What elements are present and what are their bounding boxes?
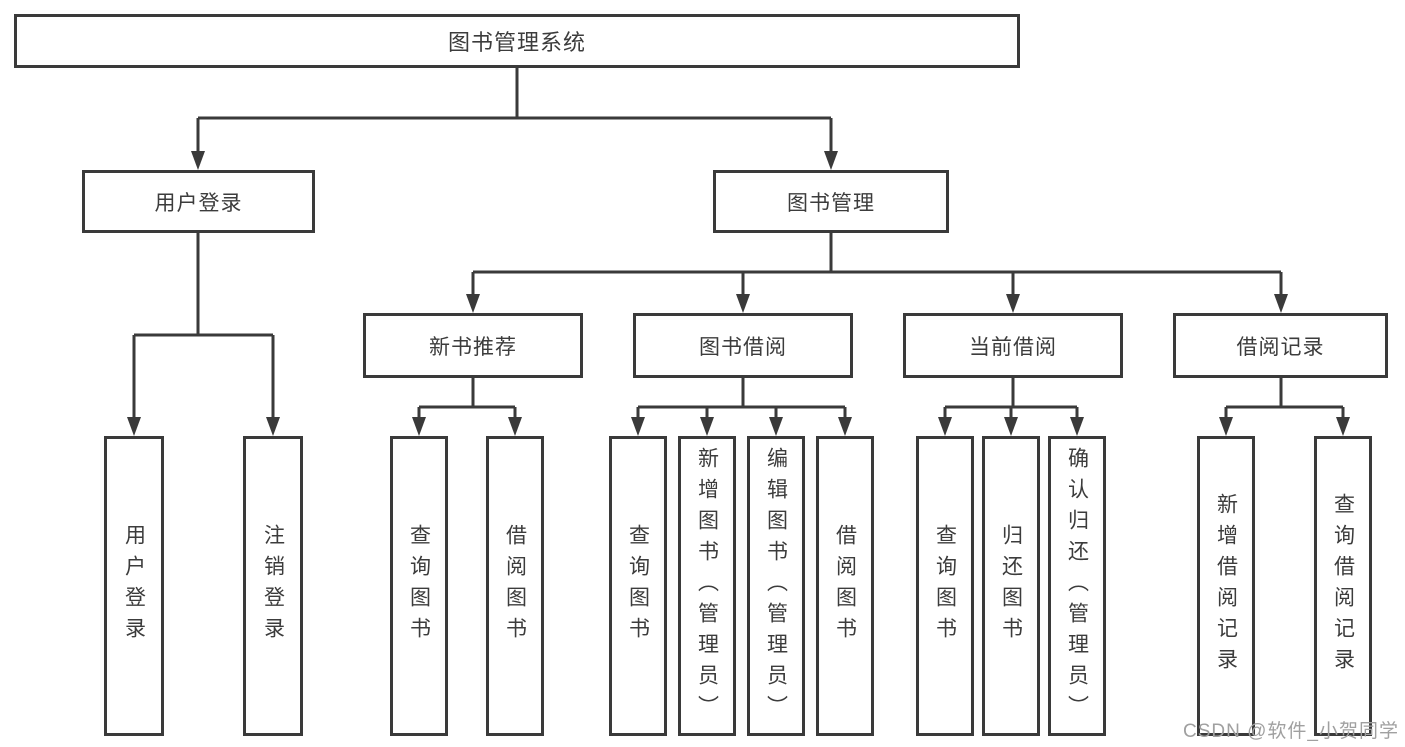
edge-user-login-children (132, 233, 275, 419)
node-book-mgmt: 图书管理 (713, 170, 949, 233)
arrowhead (736, 294, 750, 313)
node-ul-logout: 注销登录 (243, 436, 303, 736)
arrowhead (1336, 417, 1350, 436)
arrowhead (412, 417, 426, 436)
node-ul-login: 用户登录 (104, 436, 164, 736)
arrowhead (1070, 417, 1084, 436)
node-bb-edit: 编辑图书（管理员） (747, 436, 805, 736)
node-nb-query: 查询图书 (390, 436, 448, 736)
arrowhead (1006, 294, 1020, 313)
arrowhead (127, 417, 141, 436)
node-label: 新增图书（管理员） (695, 446, 719, 726)
node-br-query: 查询借阅记录 (1314, 436, 1372, 736)
node-label: 查询借阅记录 (1331, 493, 1355, 679)
edge-book-borrow-children (636, 378, 847, 419)
node-nb-borrow: 借阅图书 (486, 436, 544, 736)
node-br-add: 新增借阅记录 (1197, 436, 1255, 736)
node-label: 借阅图书 (833, 524, 857, 648)
node-borrow-records: 借阅记录 (1173, 313, 1388, 378)
node-user-login: 用户登录 (82, 170, 315, 233)
node-label: 查询图书 (407, 524, 431, 648)
edge-borrow-records-children (1224, 378, 1345, 419)
arrowhead (700, 417, 714, 436)
node-label: 注销登录 (261, 524, 285, 648)
edge-new-book-rec-children (417, 378, 517, 419)
node-current-borrow: 当前借阅 (903, 313, 1123, 378)
arrowhead (769, 417, 783, 436)
node-new-book-rec: 新书推荐 (363, 313, 583, 378)
arrowhead (1004, 417, 1018, 436)
edge-book-mgmt-children (471, 233, 1283, 296)
node-label: 归还图书 (999, 524, 1023, 648)
arrowhead (266, 417, 280, 436)
arrowhead (1274, 294, 1288, 313)
node-bb-add: 新增图书（管理员） (678, 436, 736, 736)
edge-current-borrow-children (943, 378, 1079, 419)
node-label: 编辑图书（管理员） (764, 446, 788, 726)
arrowhead (466, 294, 480, 313)
node-bb-query: 查询图书 (609, 436, 667, 736)
node-label: 用户登录 (122, 524, 146, 648)
arrowhead (631, 417, 645, 436)
node-cb-confirm: 确认归还（管理员） (1048, 436, 1106, 736)
node-label: 查询图书 (933, 524, 957, 648)
node-label: 新增借阅记录 (1214, 493, 1238, 679)
csdn-watermark: CSDN @软件_小贺同学 (1183, 721, 1399, 742)
edge-root-to-level2 (196, 68, 833, 153)
node-root: 图书管理系统 (14, 14, 1020, 68)
node-label: 查询图书 (626, 524, 650, 648)
node-label: 借阅图书 (503, 524, 527, 648)
node-cb-return: 归还图书 (982, 436, 1040, 736)
arrowhead (838, 417, 852, 436)
arrowhead (1219, 417, 1233, 436)
node-label: 确认归还（管理员） (1065, 446, 1089, 726)
arrowhead (938, 417, 952, 436)
arrowhead (508, 417, 522, 436)
node-book-borrow: 图书借阅 (633, 313, 853, 378)
arrowhead (824, 151, 838, 170)
node-cb-query: 查询图书 (916, 436, 974, 736)
arrowhead (191, 151, 205, 170)
node-bb-borrow: 借阅图书 (816, 436, 874, 736)
